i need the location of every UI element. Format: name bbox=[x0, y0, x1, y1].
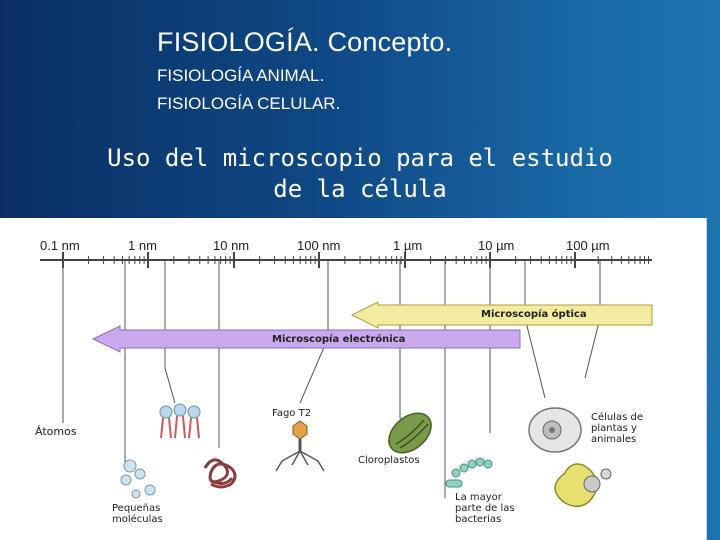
subtitle-cellular: FISIOLOGÍA CELULAR. bbox=[157, 94, 340, 114]
slide-title: FISIOLOGÍA. Concepto. bbox=[157, 27, 452, 58]
microscopy-scale-figure: 0.1 nm 1 nm 10 nm 100 nm 1 µm 10 µm 100 … bbox=[0, 218, 707, 540]
cells-line-2: plantas y bbox=[591, 423, 637, 434]
scale-label-0-1nm: 0.1 nm bbox=[40, 238, 80, 253]
scale-diagram bbox=[0, 218, 706, 540]
scale-label-1um: 1 µm bbox=[393, 238, 422, 253]
heading-line-2: de la célula bbox=[273, 175, 446, 203]
phage-t2-illustration bbox=[276, 421, 324, 471]
bacteria-line-2: parte de las bbox=[455, 503, 515, 514]
bacteria-label: La mayor parte de las bacterias bbox=[455, 492, 515, 525]
bacteria-line-3: bacterias bbox=[455, 514, 501, 525]
small-molecules-label: Pequeñas moléculas bbox=[112, 503, 163, 525]
guide-lines bbox=[63, 260, 600, 498]
lipid-illustration bbox=[160, 404, 200, 438]
optical-microscopy-label: Microscopía óptica bbox=[481, 309, 587, 320]
scale-label-100nm: 100 nm bbox=[297, 238, 340, 253]
cells-line-1: Células de bbox=[591, 412, 643, 423]
scale-label-10um: 10 µm bbox=[478, 238, 514, 253]
cells-line-3: animales bbox=[591, 434, 636, 445]
protein-illustration bbox=[205, 460, 235, 487]
bacteria-line-1: La mayor bbox=[455, 492, 502, 503]
heading-line-1: Uso del microscopio para el estudio bbox=[107, 144, 613, 172]
chloroplasts-label: Cloroplastos bbox=[358, 455, 420, 466]
electron-microscopy-label: Microscopía electrónica bbox=[272, 334, 405, 345]
small-molecules-illustration bbox=[121, 460, 155, 498]
slide-heading: Uso del microscopio para el estudio de l… bbox=[100, 143, 620, 205]
atoms-label: Átomos bbox=[35, 426, 77, 437]
scale-ruler bbox=[40, 252, 652, 268]
subtitle-animal: FISIOLOGÍA ANIMAL. bbox=[157, 66, 324, 86]
scale-label-100um: 100 µm bbox=[566, 238, 610, 253]
chloroplast-illustration bbox=[381, 405, 438, 460]
scale-label-10nm: 10 nm bbox=[213, 238, 249, 253]
scale-label-1nm: 1 nm bbox=[128, 238, 157, 253]
cells-label: Células de plantas y animales bbox=[591, 412, 643, 445]
phage-t2-label: Fago T2 bbox=[272, 408, 311, 419]
bacteria-illustration bbox=[446, 458, 492, 487]
guide-cell-small bbox=[525, 260, 545, 398]
small-molecules-line-1: Pequeñas bbox=[112, 503, 160, 514]
small-molecules-line-2: moléculas bbox=[112, 514, 163, 525]
